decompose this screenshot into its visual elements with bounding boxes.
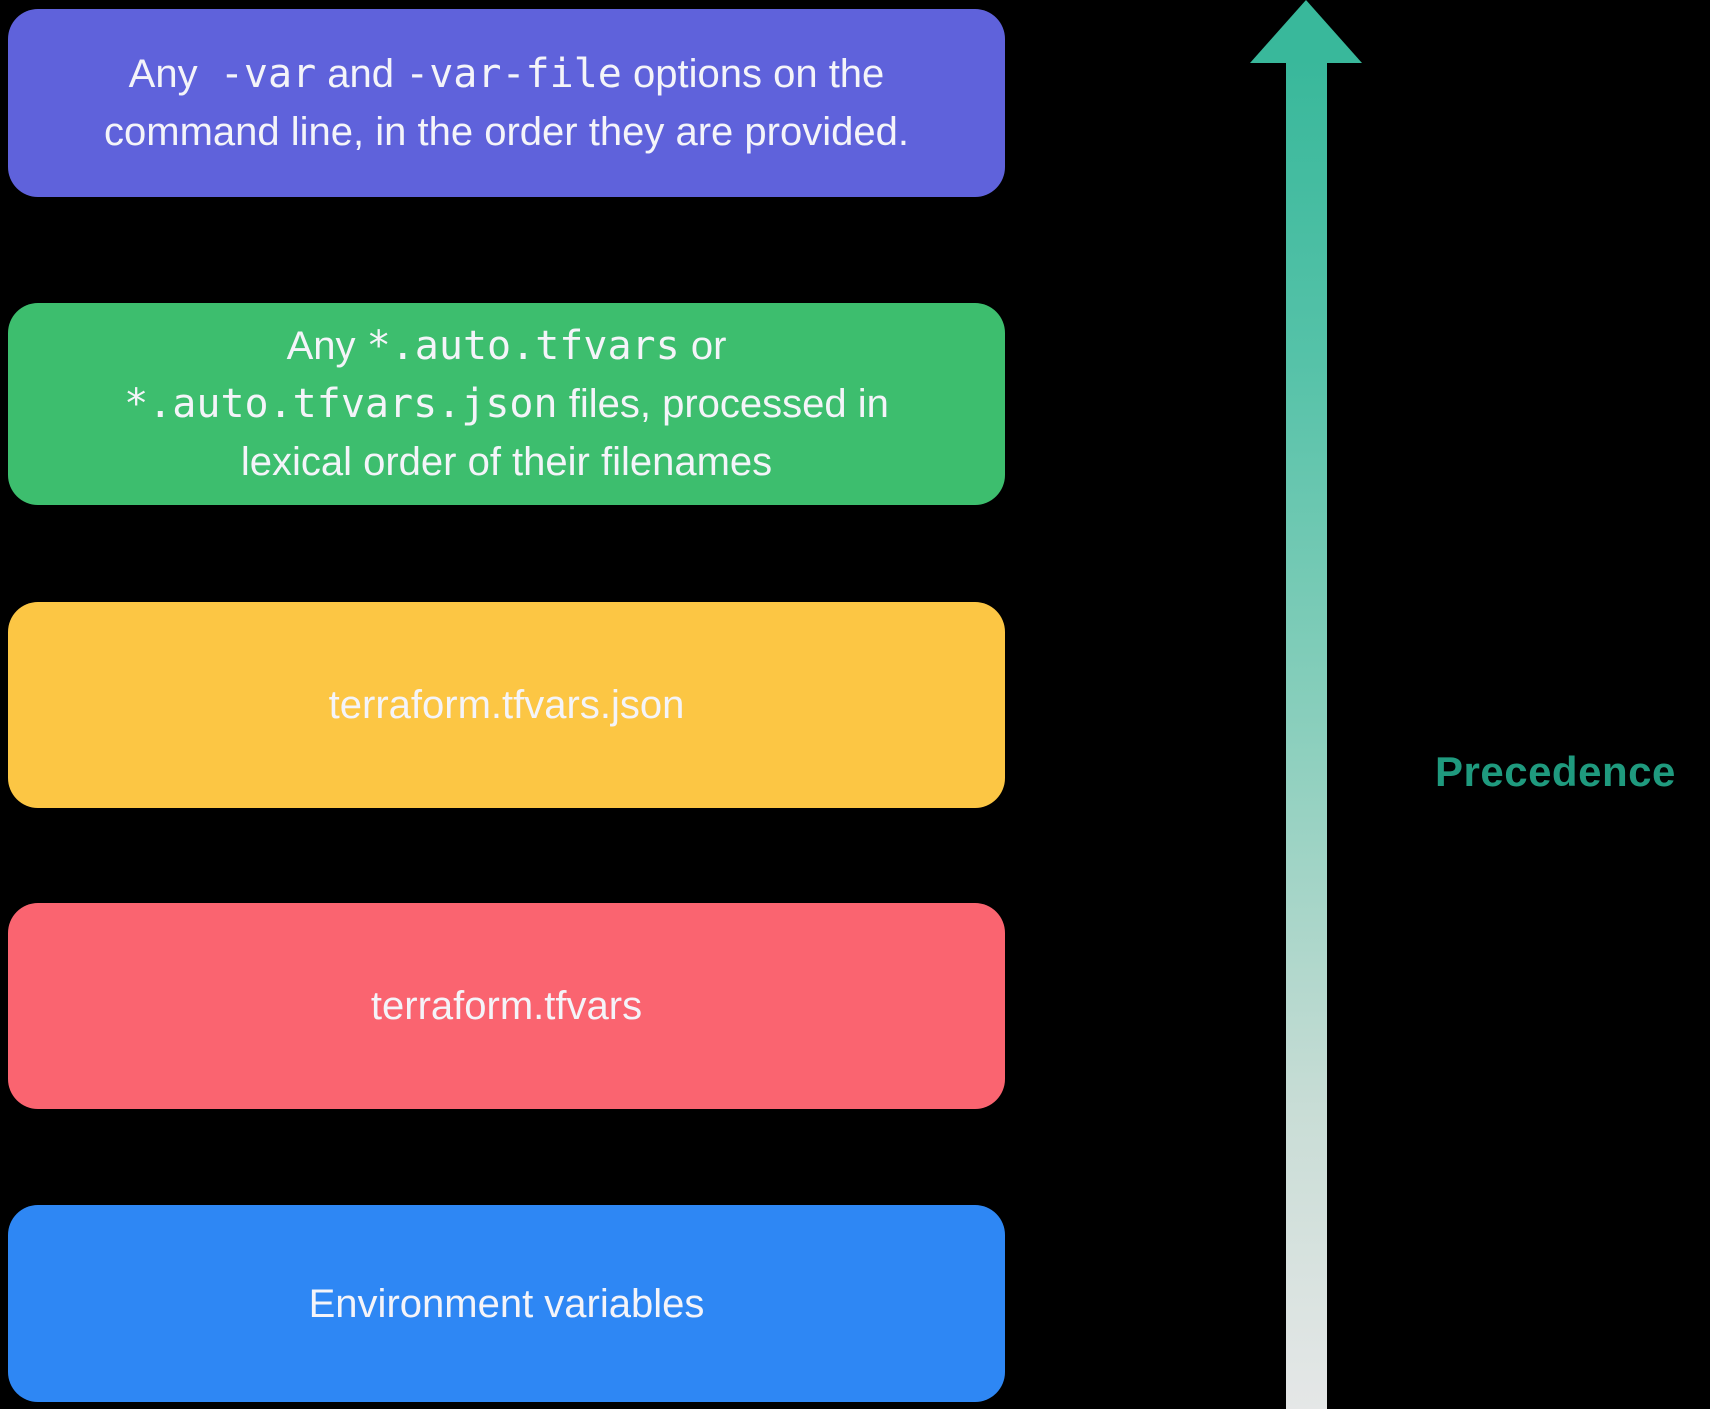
code-text: *.auto.tfvars.json	[124, 381, 558, 427]
box-label: terraform.tfvars.json	[329, 676, 685, 734]
code-text: -var-file	[405, 51, 622, 97]
plain-text: and	[316, 52, 406, 96]
code-text: -var	[219, 51, 317, 97]
plain-text: command line, in the order they are prov…	[104, 110, 909, 154]
plain-text: or	[679, 324, 727, 368]
box-terraform-tfvars: terraform.tfvars	[8, 903, 1005, 1109]
plain-text: Any	[128, 52, 220, 96]
box-terraform-tfvars-json: terraform.tfvars.json	[8, 602, 1005, 808]
box-cli-var-options: Any -var and -var-file options on the com…	[8, 9, 1005, 197]
precedence-arrow-shaft	[1286, 60, 1327, 1409]
precedence-label: Precedence	[1435, 748, 1676, 795]
plain-text: terraform.tfvars.json	[328, 683, 685, 727]
arrow-up-icon	[1250, 0, 1362, 63]
plain-text: options on the	[621, 52, 885, 96]
box-label: Any *.auto.tfvars or *.auto.tfvars.json f…	[124, 317, 889, 491]
plain-text: Environment variables	[308, 1281, 705, 1326]
plain-text: terraform.tfvars	[370, 984, 643, 1028]
code-text: *.auto.tfvars	[366, 323, 680, 369]
box-environment-variables: Environment variables	[8, 1205, 1005, 1402]
box-label: terraform.tfvars	[371, 977, 642, 1035]
box-label: Environment variables	[309, 1275, 705, 1333]
box-auto-tfvars-files: Any *.auto.tfvars or *.auto.tfvars.json f…	[8, 303, 1005, 505]
plain-text: lexical order of their filenames	[240, 440, 773, 484]
plain-text: files, processed in	[557, 382, 889, 426]
box-label: Any -var and -var-file options on the com…	[104, 45, 909, 161]
plain-text: Any	[286, 324, 367, 368]
